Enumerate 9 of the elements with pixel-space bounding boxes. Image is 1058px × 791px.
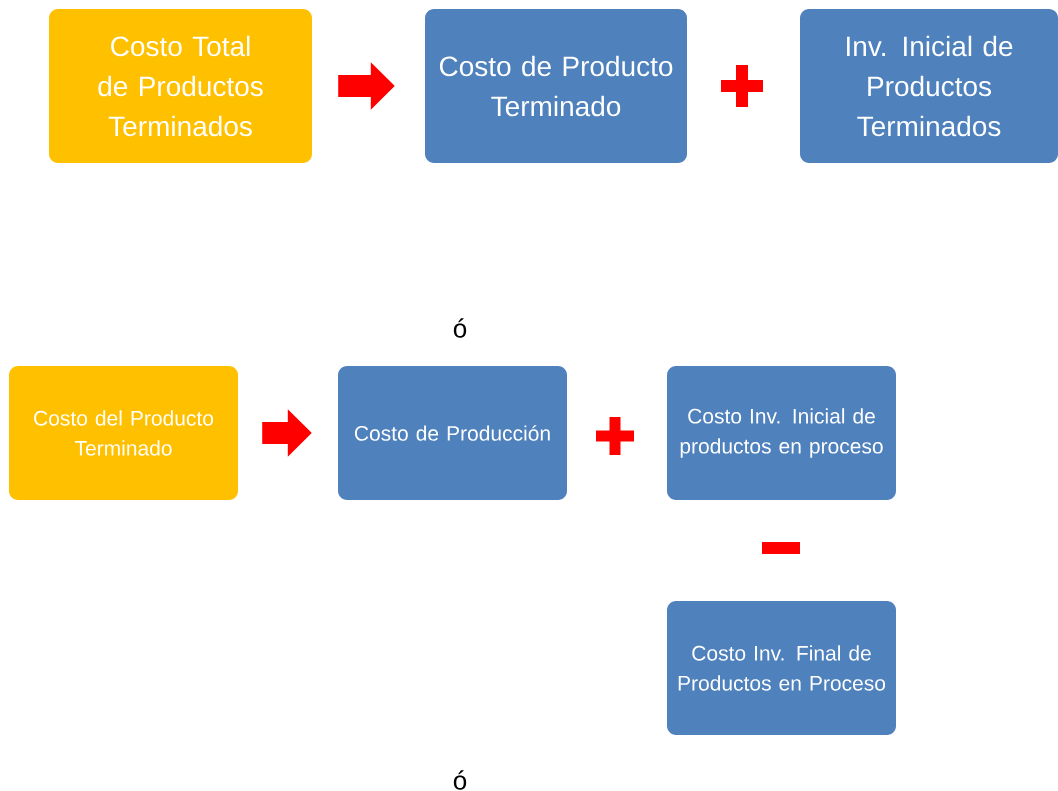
separator-text: ó xyxy=(453,770,467,790)
process-box: Costo Inv. Inicial de productos en proceso xyxy=(667,366,896,500)
process-box: Costo de Producto Terminado xyxy=(425,9,687,163)
process-box: Costo de Producción xyxy=(338,366,567,500)
process-box: Costo Total de Productos Terminados xyxy=(49,9,312,163)
process-box: Inv. Inicial de Productos Terminados xyxy=(800,9,1058,163)
process-box: Costo del Producto Terminado xyxy=(9,366,238,500)
separator-text: ó xyxy=(453,318,467,338)
process-box: Costo Inv. Final de Productos en Proceso xyxy=(667,601,896,735)
